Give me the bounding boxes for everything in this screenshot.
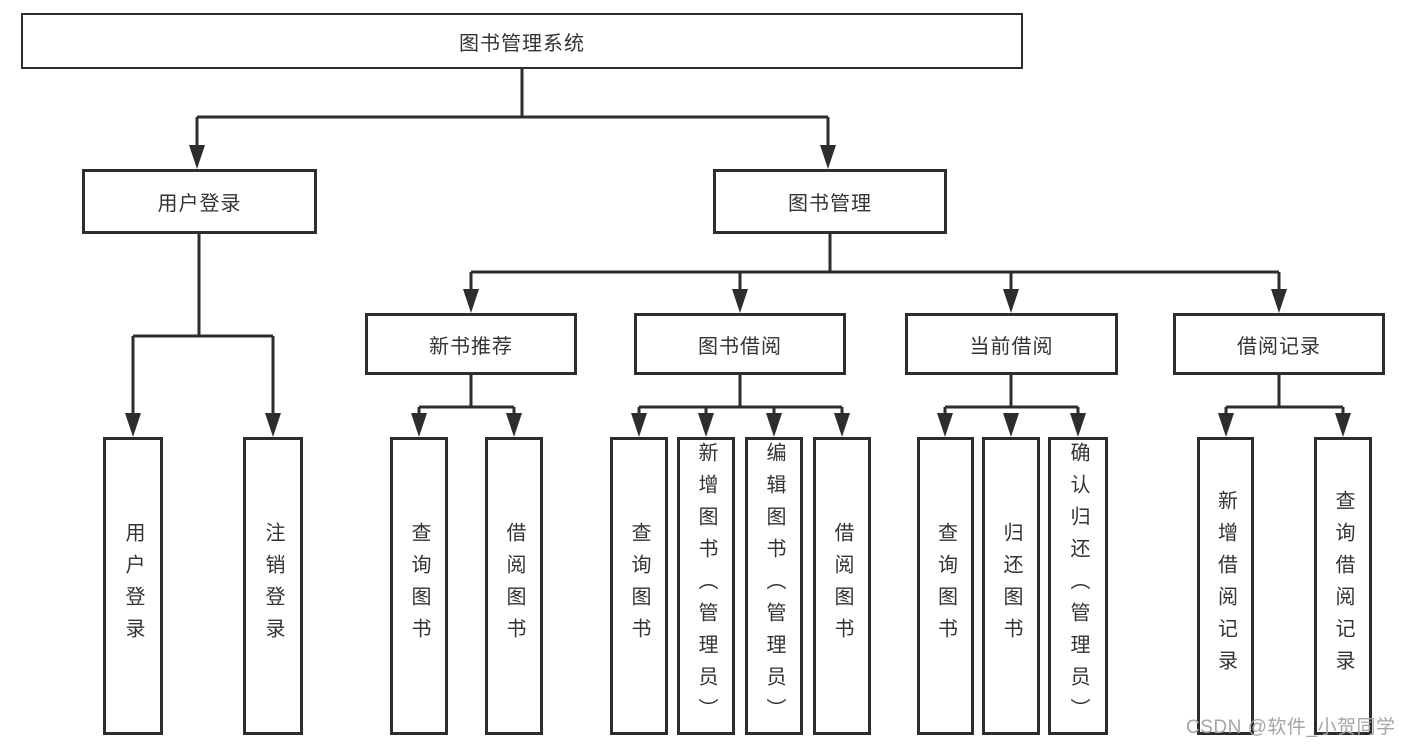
wire-records-split	[1224, 375, 1345, 418]
node-new-book-recommend: 新书推荐	[365, 313, 577, 375]
leaf-user-login: 用户登录	[103, 437, 163, 735]
node-current-borrowing: 当前借阅	[905, 313, 1118, 375]
leaf-logout-login: 注销登录	[243, 437, 303, 735]
arrow-down-icon	[1003, 289, 1019, 313]
leaf-records-add-record: 新增借阅记录	[1197, 437, 1254, 735]
arrow-down-icon	[1335, 413, 1351, 437]
node-book-management: 图书管理	[713, 169, 947, 234]
arrow-down-icon	[732, 289, 748, 313]
wire-userlogin-split	[131, 234, 275, 418]
leaf-records-query-record: 查询借阅记录	[1314, 437, 1372, 735]
arrow-down-icon	[1070, 413, 1086, 437]
leaf-borrowing-add-books-admin: 新增图书（管理员）	[677, 437, 735, 735]
arrow-down-icon	[265, 413, 281, 437]
node-borrowing-records: 借阅记录	[1173, 313, 1385, 375]
leaf-newbook-borrow-books: 借阅图书	[485, 437, 543, 735]
csdn-watermark: CSDN @软件_小贺同学	[1186, 717, 1396, 738]
arrow-down-icon	[834, 413, 850, 437]
node-user-login: 用户登录	[82, 169, 317, 234]
leaf-borrowing-edit-books-admin: 编辑图书（管理员）	[745, 437, 803, 735]
wire-newbook-split	[417, 375, 516, 418]
arrow-down-icon	[937, 413, 953, 437]
arrow-down-icon	[820, 145, 836, 169]
arrowheads	[125, 145, 1351, 437]
leaf-borrowing-borrow-books: 借阅图书	[813, 437, 871, 735]
arrow-down-icon	[1003, 413, 1019, 437]
node-book-borrowing: 图书借阅	[634, 313, 846, 375]
arrow-down-icon	[631, 413, 647, 437]
leaf-newbook-query-books: 查询图书	[390, 437, 448, 735]
arrow-down-icon	[411, 413, 427, 437]
arrow-down-icon	[125, 413, 141, 437]
wire-root-split	[195, 69, 830, 148]
arrow-down-icon	[463, 289, 479, 313]
wire-borrowing-split	[637, 375, 844, 418]
node-root-library-system: 图书管理系统	[21, 13, 1023, 69]
leaf-current-return-books: 归还图书	[982, 437, 1040, 735]
arrow-down-icon	[1218, 413, 1234, 437]
arrow-down-icon	[698, 413, 714, 437]
leaf-borrowing-query-books: 查询图书	[610, 437, 668, 735]
leaf-current-confirm-return-admin: 确认归还（管理员）	[1048, 437, 1108, 735]
leaf-current-query-books: 查询图书	[917, 437, 974, 735]
arrow-down-icon	[766, 413, 782, 437]
arrow-down-icon	[189, 145, 205, 169]
arrow-down-icon	[1271, 289, 1287, 313]
wire-bookmgmt-split	[469, 233, 1281, 292]
arrow-down-icon	[506, 413, 522, 437]
wire-current-split	[943, 375, 1080, 418]
